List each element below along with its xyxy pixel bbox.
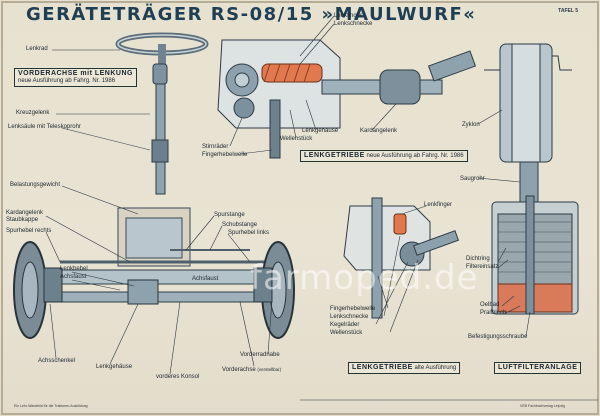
front-axle-drawing	[13, 32, 295, 375]
label-saugrohr: Saugrohr	[460, 176, 485, 182]
label-achsschenkel: Achsschenkel	[38, 358, 76, 364]
steering-old-heading-box: LENKGETRIEBE alte Ausführung	[348, 362, 461, 374]
footer-right: VEB Fachbuchverlag Leipzig	[520, 404, 565, 408]
label-prallblech: Prallblech	[480, 310, 507, 316]
label-zyklon: Zyklon	[462, 122, 480, 128]
label-spurhebel-links: Spurhebel links	[228, 230, 270, 236]
label-dichtring: Dichtring	[466, 256, 490, 262]
label-wellenstueck-old: Wellenstück	[330, 330, 363, 336]
label-schubstange: Schubstange	[222, 222, 258, 228]
label-lenkschnecke: Lenkschnecke	[334, 21, 373, 27]
steering-gear-new-drawing	[217, 15, 477, 159]
watermark: farmoped.de	[250, 258, 479, 298]
plate-number: TAFEL 5	[558, 8, 578, 14]
label-kegelraeder: Kegelräder	[330, 322, 360, 328]
label-spurstange: Spurstange	[214, 212, 245, 218]
steering-new-heading: LENKGETRIEBE	[304, 152, 365, 159]
label-kardangelenk: Kardangelenk	[6, 210, 44, 216]
label-vorderradnabe: Vorderradnabe	[240, 352, 280, 358]
steering-new-subheading: neue Ausführung ab Fahrg. Nr. 1986	[366, 153, 464, 159]
label-lenkschnecke-old: Lenkschnecke	[330, 314, 369, 320]
label-lenkrad: Lenkrad	[26, 46, 48, 52]
label-lenkhebel: Lenkhebel	[60, 266, 88, 272]
label-spurhebel-rechts: Spurhebel rechts	[6, 228, 52, 234]
steering-old-subheading: alte Ausführung	[414, 365, 457, 371]
steering-gear-old-drawing	[343, 197, 460, 333]
label-kreuzgelenk: Kreuzgelenk	[16, 110, 50, 116]
label-achsfaust: Achsfaust	[60, 274, 87, 280]
label-vorderachse: Vorderachse (verstellbar)	[222, 366, 281, 374]
label-filtereinsatz: Filtereinsatz	[466, 264, 499, 270]
label-wellenstueck: Wellenstück	[280, 136, 313, 142]
label-kardangelenk-gear: Kardangelenk	[360, 128, 398, 134]
label-lenksaeule: Lenksäule mit Teleskoprohr	[8, 124, 81, 130]
label-lenkfinger-old: Lenkfinger	[424, 202, 453, 208]
label-befestigungsschraube: Befestigungsschraube	[468, 334, 528, 340]
label-oelbad: Oelbad	[480, 302, 500, 308]
front-axle-heading: VORDERACHSE mit LENKUNG	[18, 70, 133, 77]
steering-old-heading: LENKGETRIEBE	[352, 364, 413, 371]
air-filter-heading-box: LUFTFILTERANLAGE	[494, 362, 582, 374]
label-fingerhebelwelle-old: Fingerhebelwelle	[330, 306, 376, 312]
air-filter-drawing	[477, 43, 579, 337]
label-fingerhebelwelle: Fingerhebelwelle	[202, 152, 248, 158]
steering-new-heading-box: LENKGETRIEBE neue Ausführung ab Fahrg. N…	[300, 150, 468, 162]
label-stirnraeder: Stirnräder	[202, 144, 229, 150]
label-lenkgehaeuse-front: Lenkgehäuse	[96, 364, 133, 370]
label-vorderachse-text: Vorderachse	[222, 367, 256, 373]
air-filter-heading: LUFTFILTERANLAGE	[498, 364, 578, 371]
footer-left: Ein Lehr-Wandbild für die Traktoren-Ausb…	[14, 404, 88, 408]
label-vorderachse-note: (verstellbar)	[257, 367, 282, 372]
front-axle-heading-box: VORDERACHSE mit LENKUNG neue Ausführung …	[14, 68, 137, 87]
label-belastungsgewicht: Belastungsgewicht	[10, 182, 61, 188]
label-lenkgehaeuse: Lenkgehäuse	[302, 128, 339, 134]
label-achsfaust-right: Achsfaust	[192, 276, 219, 282]
label-vorderes-konsol: vorderes Konsol	[156, 374, 200, 380]
front-axle-subheading: neue Ausführung ab Fahrg. Nr. 1986	[18, 78, 116, 84]
label-staubkappe: Staubkappe	[6, 217, 39, 223]
label-lenkfinger: Lenkfinger	[334, 13, 363, 19]
poster-title: GERÄTETRÄGER RS-08/15 »MAULWURF«	[26, 4, 477, 25]
